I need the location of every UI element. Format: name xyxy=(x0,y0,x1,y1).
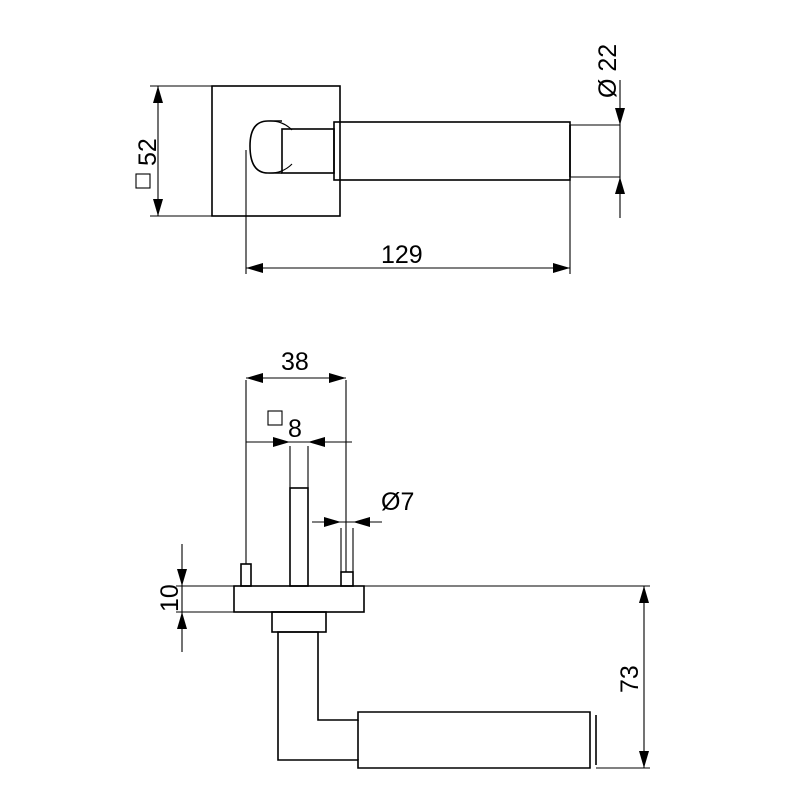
dim-129-arrow-left xyxy=(246,263,263,273)
rose-thickness-label: 10 xyxy=(156,584,184,612)
lever-grip xyxy=(333,121,571,181)
fixing-pin-right xyxy=(340,571,354,587)
top-view: 52 129 Ø 22 xyxy=(134,44,625,274)
rose-square xyxy=(211,85,341,217)
dim-8-arrow-left xyxy=(273,437,290,447)
dim-7-arrow-right xyxy=(353,517,370,527)
dim-22-arrow-bottom xyxy=(615,177,625,194)
pin-diameter-label: Ø7 xyxy=(381,488,414,516)
fixing-pin-left xyxy=(240,563,252,587)
rose-plate xyxy=(233,585,365,613)
dim-38-arrow-right xyxy=(329,373,346,383)
rose-size-label: 52 xyxy=(134,138,162,166)
spindle-square-symbol xyxy=(267,410,283,426)
rose-square-symbol xyxy=(135,173,151,189)
dim-22-arrow-top xyxy=(615,108,625,125)
shank-collar xyxy=(271,611,327,633)
dim-52-arrow-top xyxy=(153,86,163,103)
dim-52-arrow-bottom xyxy=(153,199,163,216)
dim-38-arrow-left xyxy=(246,373,263,383)
dim-8-arrow-right xyxy=(308,437,325,447)
dim-10-arrow-top xyxy=(177,569,187,586)
spindle-square-label: 8 xyxy=(288,415,302,443)
dim-73-arrow-bottom xyxy=(639,751,649,768)
dim-129-arrow-right xyxy=(553,263,570,273)
lever-length-label: 129 xyxy=(381,241,423,269)
spindle xyxy=(289,487,309,587)
dim-10-arrow-bottom xyxy=(177,612,187,629)
grip-diameter-label: Ø 22 xyxy=(594,44,622,98)
spindle-spread-label: 38 xyxy=(281,348,309,376)
lever-neck xyxy=(249,120,282,174)
dim-7-arrow-left xyxy=(324,517,341,527)
neck-arc-lower xyxy=(267,163,293,174)
projection-label: 73 xyxy=(616,665,644,693)
side-view: 38 8 Ø7 10 73 xyxy=(156,348,650,769)
lever-body xyxy=(277,631,591,769)
dim-73-arrow-top xyxy=(639,586,649,603)
